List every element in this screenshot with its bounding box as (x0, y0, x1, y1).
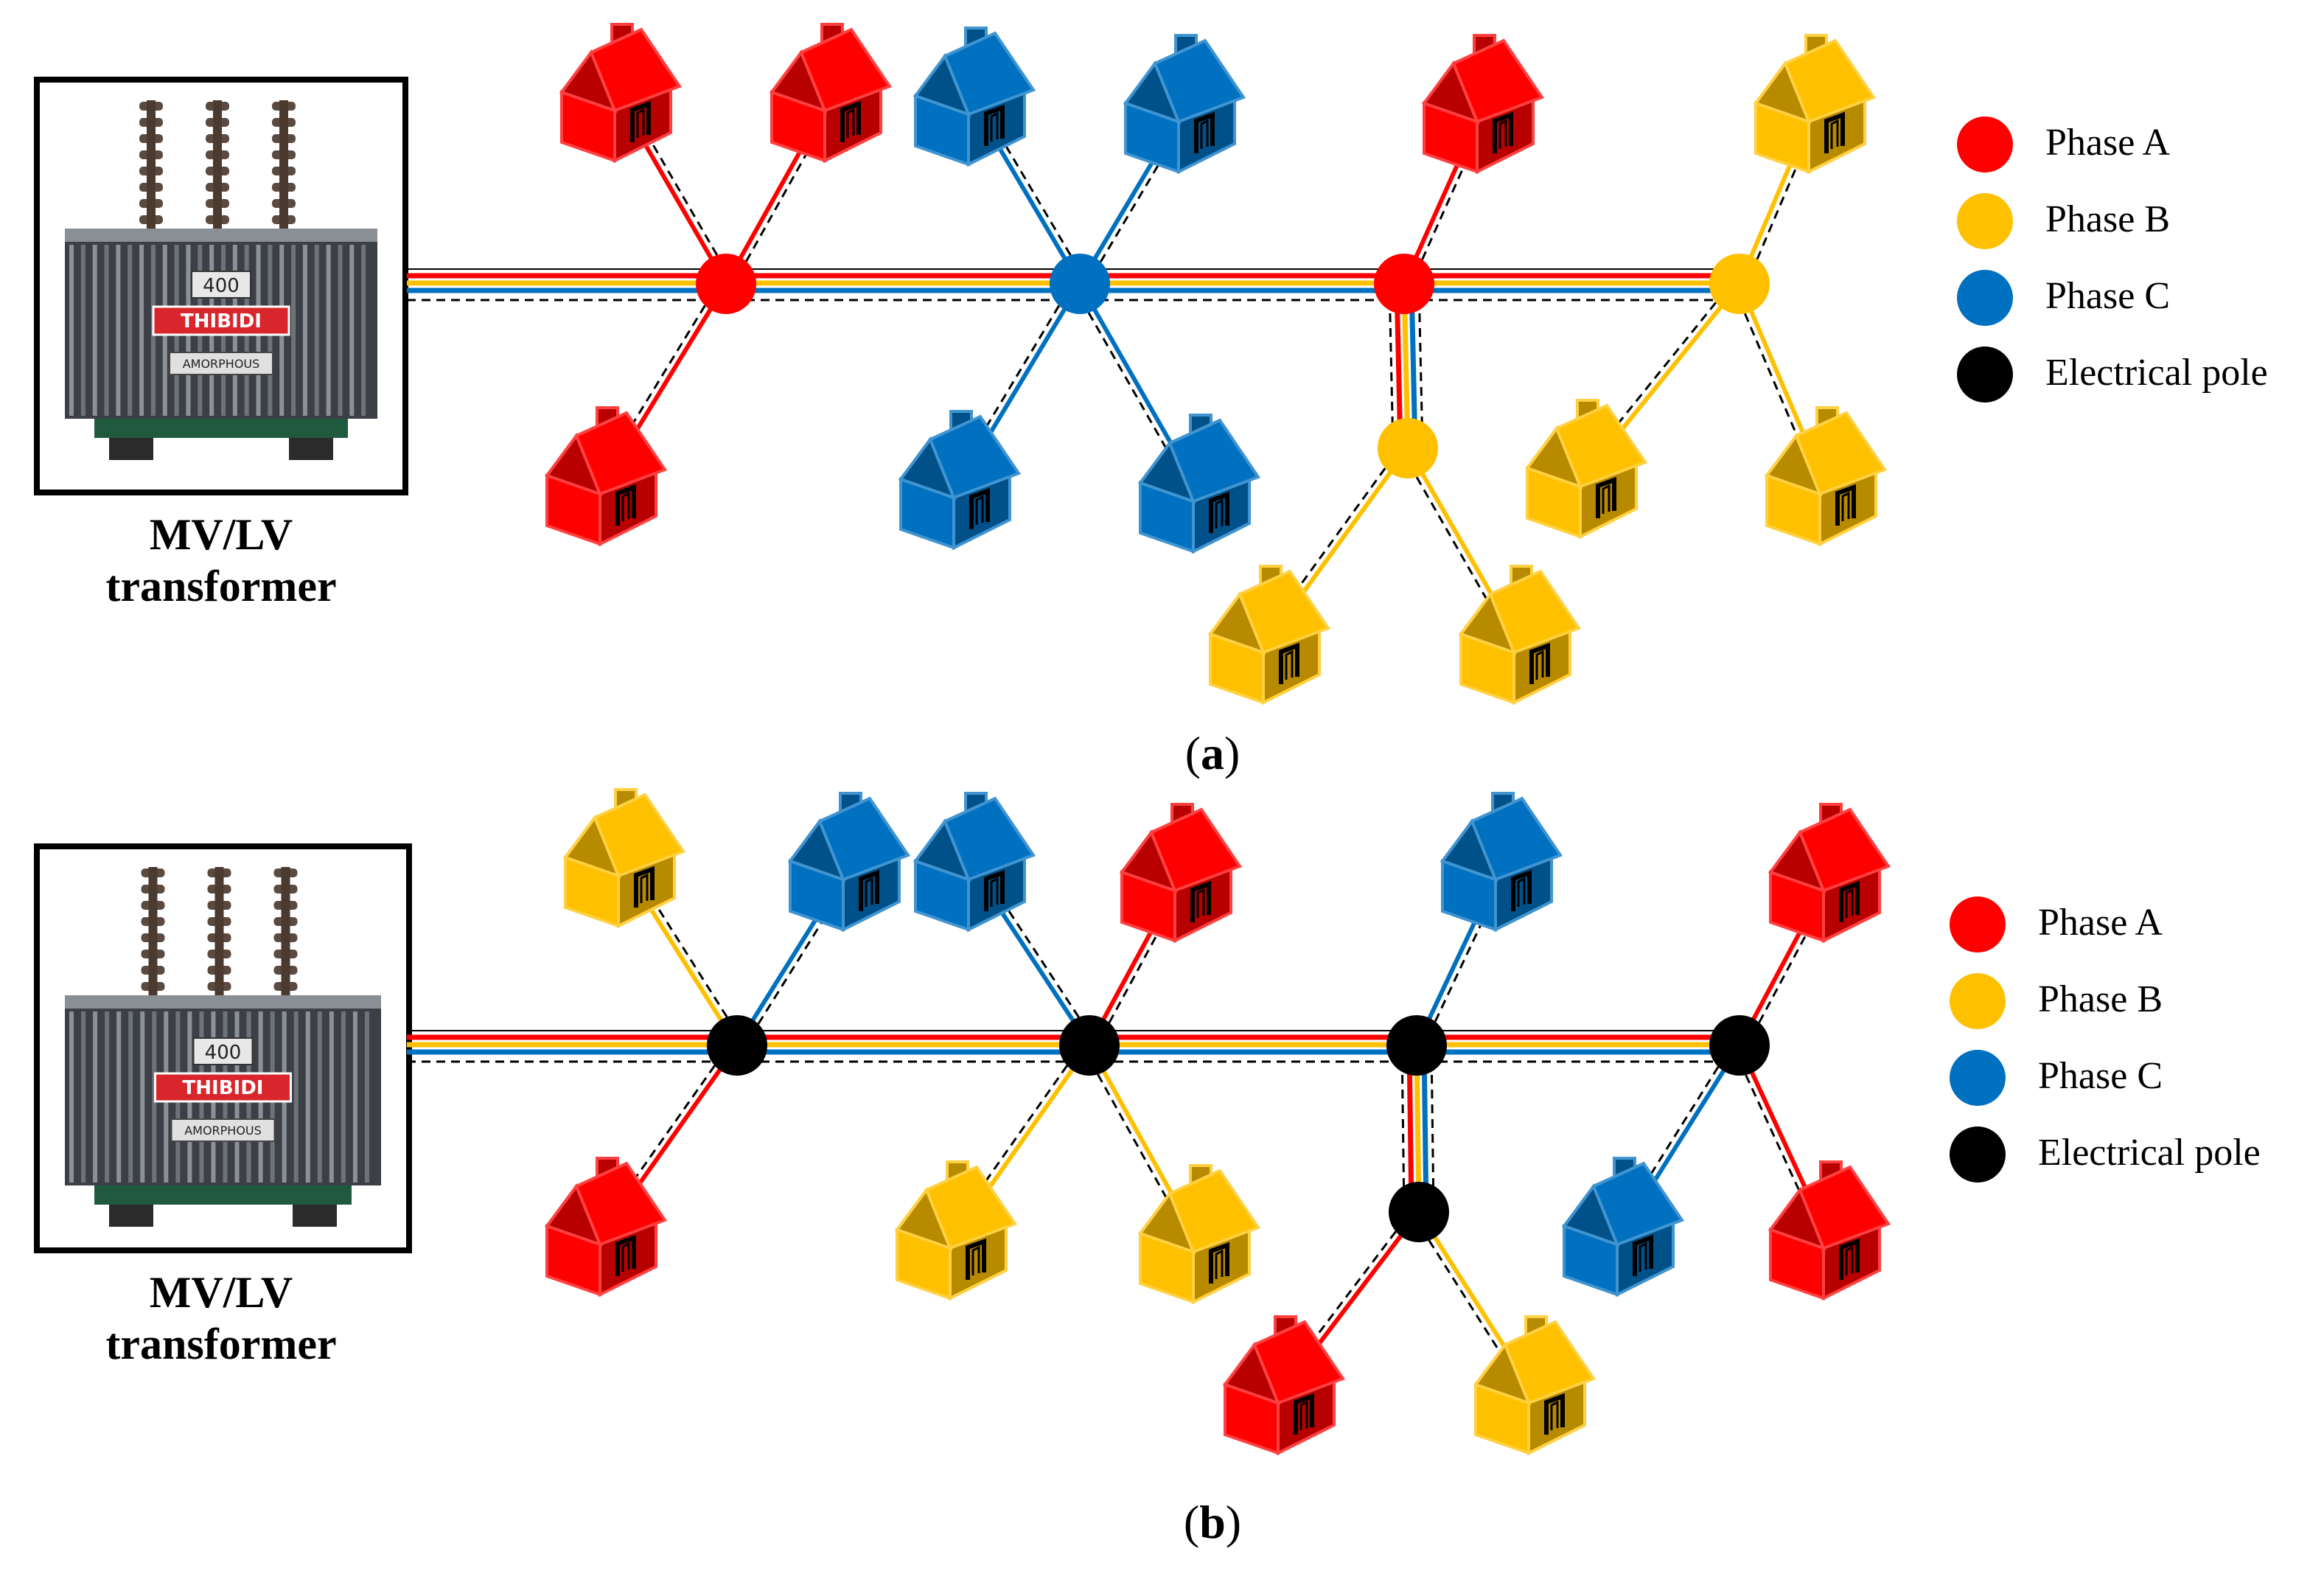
pole-node-1 (696, 254, 756, 314)
pole-node-4 (1709, 1015, 1770, 1076)
rating-plate: 400 (192, 1037, 254, 1065)
pole-node-1 (707, 1015, 767, 1076)
legend-label: Phase C (2045, 275, 2170, 317)
legend-label: Electrical pole (2045, 352, 2268, 394)
svg-text:THIBIDI: THIBIDI (183, 1077, 264, 1099)
house-icon (1440, 792, 1563, 933)
legend-swatch (1950, 1050, 2006, 1106)
svg-text:AMORPHOUS: AMORPHOUS (183, 357, 260, 371)
pole-node-3 (1374, 254, 1434, 314)
legend-label: Electrical pole (2038, 1132, 2261, 1174)
house-icon (1768, 803, 1891, 944)
house-icon (898, 410, 1022, 551)
legend-swatch (1957, 193, 2013, 249)
house-icon (1768, 1160, 1891, 1301)
house-icon (1137, 1164, 1261, 1305)
bushing-2 (207, 867, 231, 1007)
house-icon (894, 1160, 1018, 1301)
house-icon (544, 406, 668, 547)
transformer-label-line1: MV/LV (149, 510, 293, 559)
legend-label: Phase A (2038, 902, 2163, 944)
house-icon (1473, 1315, 1597, 1456)
legend-swatch (1957, 116, 2013, 173)
bushing-1 (139, 100, 163, 240)
pole-node-3 (1386, 1015, 1447, 1076)
house-icon (912, 792, 1036, 933)
legend-swatch (1950, 1126, 2006, 1183)
legend-swatch (1957, 347, 2013, 403)
transformer-label-line2: transformer (105, 562, 337, 610)
svg-text:400: 400 (205, 1042, 242, 1064)
legend-label: Phase B (2045, 198, 2170, 240)
house-icon (1421, 34, 1545, 175)
panel-label: (a) (1184, 727, 1240, 779)
tank-cover (65, 995, 381, 1011)
legend-label: Phase C (2038, 1055, 2163, 1097)
bushing-1 (141, 867, 165, 1007)
house-icon (562, 788, 686, 929)
panel-letter: b (1199, 1496, 1226, 1548)
panel-label: (b) (1183, 1496, 1242, 1548)
pole-node-2 (1059, 1015, 1120, 1076)
legend-label: Phase B (2038, 978, 2163, 1020)
pole-node-5 (1378, 418, 1438, 478)
bushing-3 (272, 100, 296, 240)
svg-text:400: 400 (203, 275, 240, 297)
house-icon (1458, 565, 1582, 706)
legend-swatch (1957, 270, 2013, 326)
house-icon (1207, 565, 1331, 706)
svg-text:THIBIDI: THIBIDI (181, 310, 262, 332)
legend-swatch (1950, 973, 2006, 1029)
transformer-label-line1: MV/LV (149, 1268, 293, 1317)
brand-plate: THIBIDI (154, 1072, 292, 1103)
transformer-base (94, 419, 348, 460)
house-icon (1119, 803, 1243, 944)
house-icon (912, 27, 1036, 167)
legend-swatch (1950, 896, 2006, 953)
panel-letter: a (1201, 727, 1224, 779)
pole-node-5 (1389, 1182, 1449, 1242)
tank-cover (65, 229, 377, 245)
pole-node-4 (1709, 254, 1770, 314)
bushing-2 (206, 100, 229, 240)
house-icon (559, 23, 683, 164)
legend-label: Phase A (2045, 122, 2170, 164)
rating-plate: 400 (191, 271, 251, 299)
svg-text:AMORPHOUS: AMORPHOUS (184, 1124, 262, 1138)
house-icon (1561, 1157, 1685, 1298)
pole-node-2 (1050, 254, 1110, 314)
house-icon (1524, 399, 1648, 540)
house-icon (1764, 406, 1888, 547)
house-icon (544, 1157, 668, 1298)
house-icon (1123, 34, 1246, 175)
house-icon (1753, 34, 1877, 175)
type-plate: AMORPHOUS (169, 352, 273, 375)
brand-plate: THIBIDI (152, 305, 290, 336)
transformer-label: MV/LV transformer (29, 509, 413, 612)
transformer-label-line2: transformer (105, 1320, 337, 1368)
type-plate: AMORPHOUS (170, 1118, 276, 1142)
house-icon (1222, 1315, 1346, 1456)
transformer-base (94, 1185, 352, 1227)
house-icon (1137, 414, 1261, 554)
house-icon (769, 23, 893, 164)
house-icon (787, 792, 911, 933)
bushing-3 (273, 867, 298, 1007)
transformer-label: MV/LV transformer (29, 1267, 413, 1370)
